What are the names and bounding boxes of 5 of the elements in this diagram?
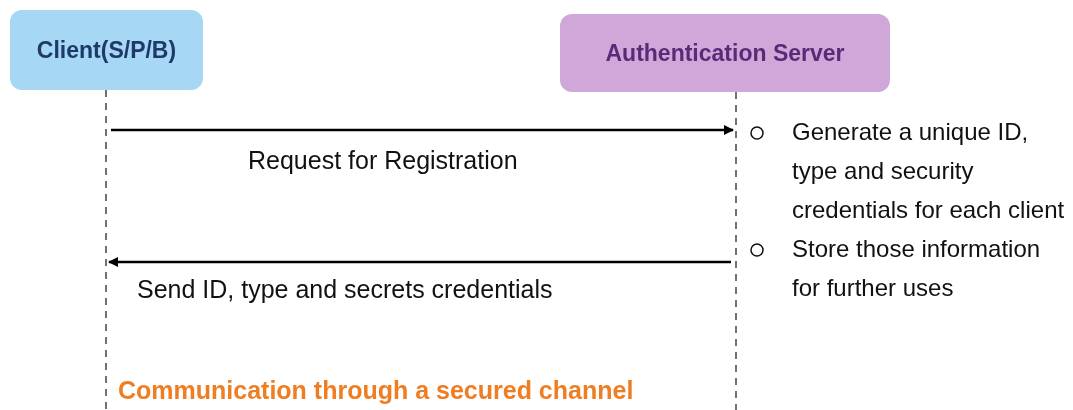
note-text: Store those information for further uses <box>792 235 1041 301</box>
note-text: Generate a unique ID, type and security credentials for each client <box>792 118 1065 223</box>
message-arrow <box>108 257 731 267</box>
message-arrow <box>111 125 734 135</box>
channel-note: Communication through a secured channel <box>118 376 634 405</box>
